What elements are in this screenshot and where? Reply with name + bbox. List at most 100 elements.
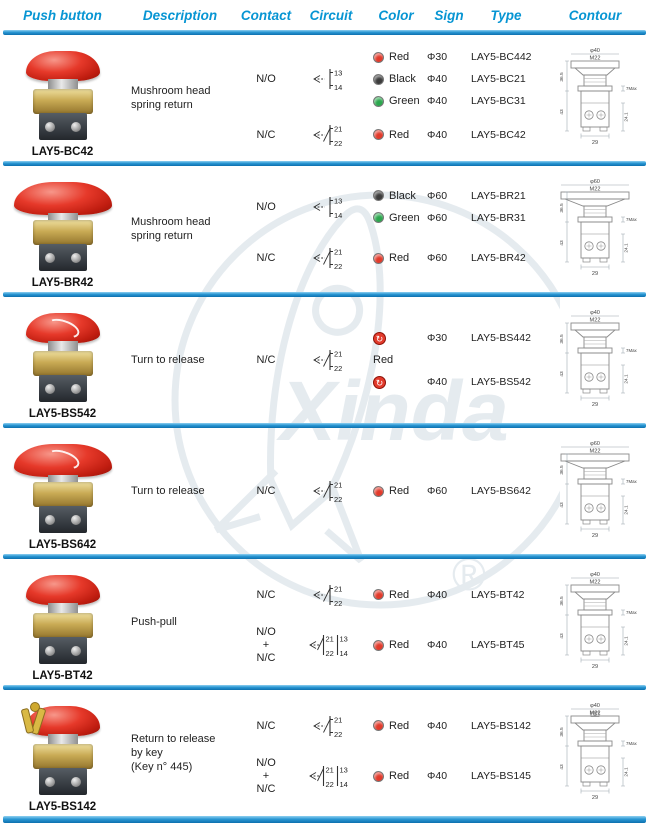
svg-text:13: 13 — [340, 766, 348, 775]
svg-text:21: 21 — [334, 481, 342, 490]
contact-group: N/C 21 22 Red Φ40 LAY5-BS142 — [235, 711, 541, 741]
col-header-sign: Sign — [434, 7, 464, 23]
svg-text:22: 22 — [326, 649, 334, 658]
svg-text:φ40: φ40 — [590, 572, 600, 578]
color-dot — [373, 95, 384, 107]
svg-text:36.5: 36.5 — [559, 596, 565, 606]
contour-drawing: φ60 M22 36.5 43 7Max 24.1 29 — [559, 179, 638, 277]
separator — [3, 554, 646, 559]
description-line: Mushroom head — [131, 215, 211, 228]
color-name: Green — [389, 95, 420, 108]
color-name: Red — [389, 770, 410, 783]
spec-entry: Red Φ40 LAY5-BS142 — [365, 715, 541, 737]
color-name: Red — [389, 485, 410, 497]
color-dot — [373, 212, 384, 224]
col-header-circuit: Circuit — [309, 7, 353, 23]
turn-release-icon: ↻ — [373, 331, 386, 345]
col-header-type: Type — [490, 7, 522, 23]
svg-text:24.1: 24.1 — [624, 767, 630, 777]
button-neck — [47, 734, 78, 745]
spec-entry: Red Φ40 LAY5-BS145 — [365, 765, 541, 787]
model-name: LAY5-BS142 — [28, 801, 97, 813]
spec-entry: ↻ Φ40 LAY5-BS542 — [365, 371, 541, 393]
button-neck — [47, 79, 78, 90]
sign-value: Φ60 — [427, 189, 448, 202]
svg-text:7Max: 7Max — [626, 217, 638, 222]
svg-text:14: 14 — [334, 83, 342, 92]
type-code: LAY5-BS642 — [471, 485, 531, 497]
contact-group: N/C 21 22 Red Φ40 LAY5-BT42 — [235, 580, 541, 610]
mounting-collar — [32, 220, 93, 245]
svg-text:14: 14 — [340, 649, 348, 658]
sign-value: Φ40 — [427, 128, 448, 141]
col-header-contact: Contact — [240, 7, 292, 23]
mounting-collar — [32, 744, 93, 769]
screw-icon — [70, 384, 81, 394]
mushroom-cap — [13, 182, 112, 215]
svg-text:M22: M22 — [590, 711, 601, 717]
button-neck — [47, 603, 78, 614]
photo-cell: LAY5-BC42 — [0, 35, 125, 161]
sign-value: Φ40 — [427, 588, 448, 601]
contour-cell: φ40 M22 36.5 43 7Max 24.1 29 — [541, 559, 649, 685]
svg-text:7Max: 7Max — [626, 479, 638, 484]
sign-value: Φ40 — [427, 770, 448, 783]
contact-label: N/O — [256, 200, 276, 213]
svg-text:24.1: 24.1 — [624, 243, 630, 253]
svg-text:M22: M22 — [590, 449, 601, 455]
type-code: LAY5-BR31 — [471, 211, 526, 224]
model-name: LAY5-BR42 — [31, 277, 94, 289]
spec-groups: N/O 13 14 Black Φ60 LAY5-BR21 G — [235, 166, 541, 292]
col-header-contour: Contour — [568, 7, 622, 23]
contour-drawing: φ40 M22 36.5 43 7Max 24.1 29 — [559, 48, 638, 146]
spec-groups: N/C 21 22 Red Φ40 LAY5-BS142 — [235, 690, 541, 816]
svg-text:24.1: 24.1 — [624, 112, 630, 122]
color-dot — [373, 252, 384, 264]
svg-text:24.1: 24.1 — [624, 374, 630, 384]
contour-cell: φ60 M22 36.5 43 7Max 24.1 29 — [541, 166, 649, 292]
contact-block — [38, 113, 87, 140]
type-code: LAY5-BS142 — [471, 719, 531, 732]
description-line: spring return — [131, 230, 193, 242]
sign-value: Φ60 — [427, 485, 448, 497]
svg-text:29: 29 — [592, 795, 598, 801]
photo-cell: LAY5-BT42 — [0, 559, 125, 685]
contact-group: N/C 21 22 Red Φ60 LAY5-BS642 — [235, 476, 541, 506]
separator — [3, 685, 646, 690]
spec-entry: Green Φ40 LAY5-BC31 — [365, 90, 541, 112]
svg-text:22: 22 — [334, 262, 342, 271]
contact-block — [38, 768, 87, 795]
product-row: LAY5-BS142 Return to release by key (Key… — [0, 690, 649, 816]
contour-cell: φ40 M22 36.5 43 7Max 24.1 29 — [541, 35, 649, 161]
svg-text:43: 43 — [559, 240, 565, 246]
type-code: LAY5-BC42 — [471, 128, 526, 141]
circuit-symbol-nc: 21 22 — [297, 120, 365, 150]
svg-text:14: 14 — [334, 211, 342, 220]
contour-drawing: φ40 M22 36.5 43 7Max 24.1 29 — [559, 572, 638, 670]
contact-group: N/C 21 22 ↻ Φ30 LAY5-BS442 Red — [235, 327, 541, 393]
spec-groups: N/C 21 22 Red Φ40 LAY5-BT42 — [235, 559, 541, 685]
color-name: Red — [373, 354, 394, 366]
button-neck — [47, 213, 78, 224]
svg-text:7Max: 7Max — [626, 86, 638, 91]
svg-text:13: 13 — [334, 196, 342, 205]
type-code: LAY5-BR42 — [471, 252, 526, 265]
svg-text:36.5: 36.5 — [559, 334, 565, 344]
svg-text:43: 43 — [559, 764, 565, 770]
color-dot — [373, 485, 384, 497]
color-dot — [373, 720, 384, 732]
svg-text:36.5: 36.5 — [559, 465, 565, 475]
svg-text:M22: M22 — [590, 580, 601, 586]
color-dot — [373, 770, 384, 782]
circuit-symbol-nc: 21 22 — [297, 243, 365, 273]
svg-text:24.1: 24.1 — [624, 636, 630, 646]
color-name: Red — [389, 51, 410, 64]
color-name: Red — [389, 719, 410, 732]
color-dot — [373, 639, 384, 651]
svg-text:21: 21 — [334, 715, 342, 724]
contact-label: N/C — [256, 588, 276, 601]
spec-entry: Red Φ30 LAY5-BC442 — [365, 46, 541, 68]
screw-icon — [44, 122, 55, 132]
separator — [3, 30, 646, 35]
color-name: Black — [389, 73, 416, 86]
